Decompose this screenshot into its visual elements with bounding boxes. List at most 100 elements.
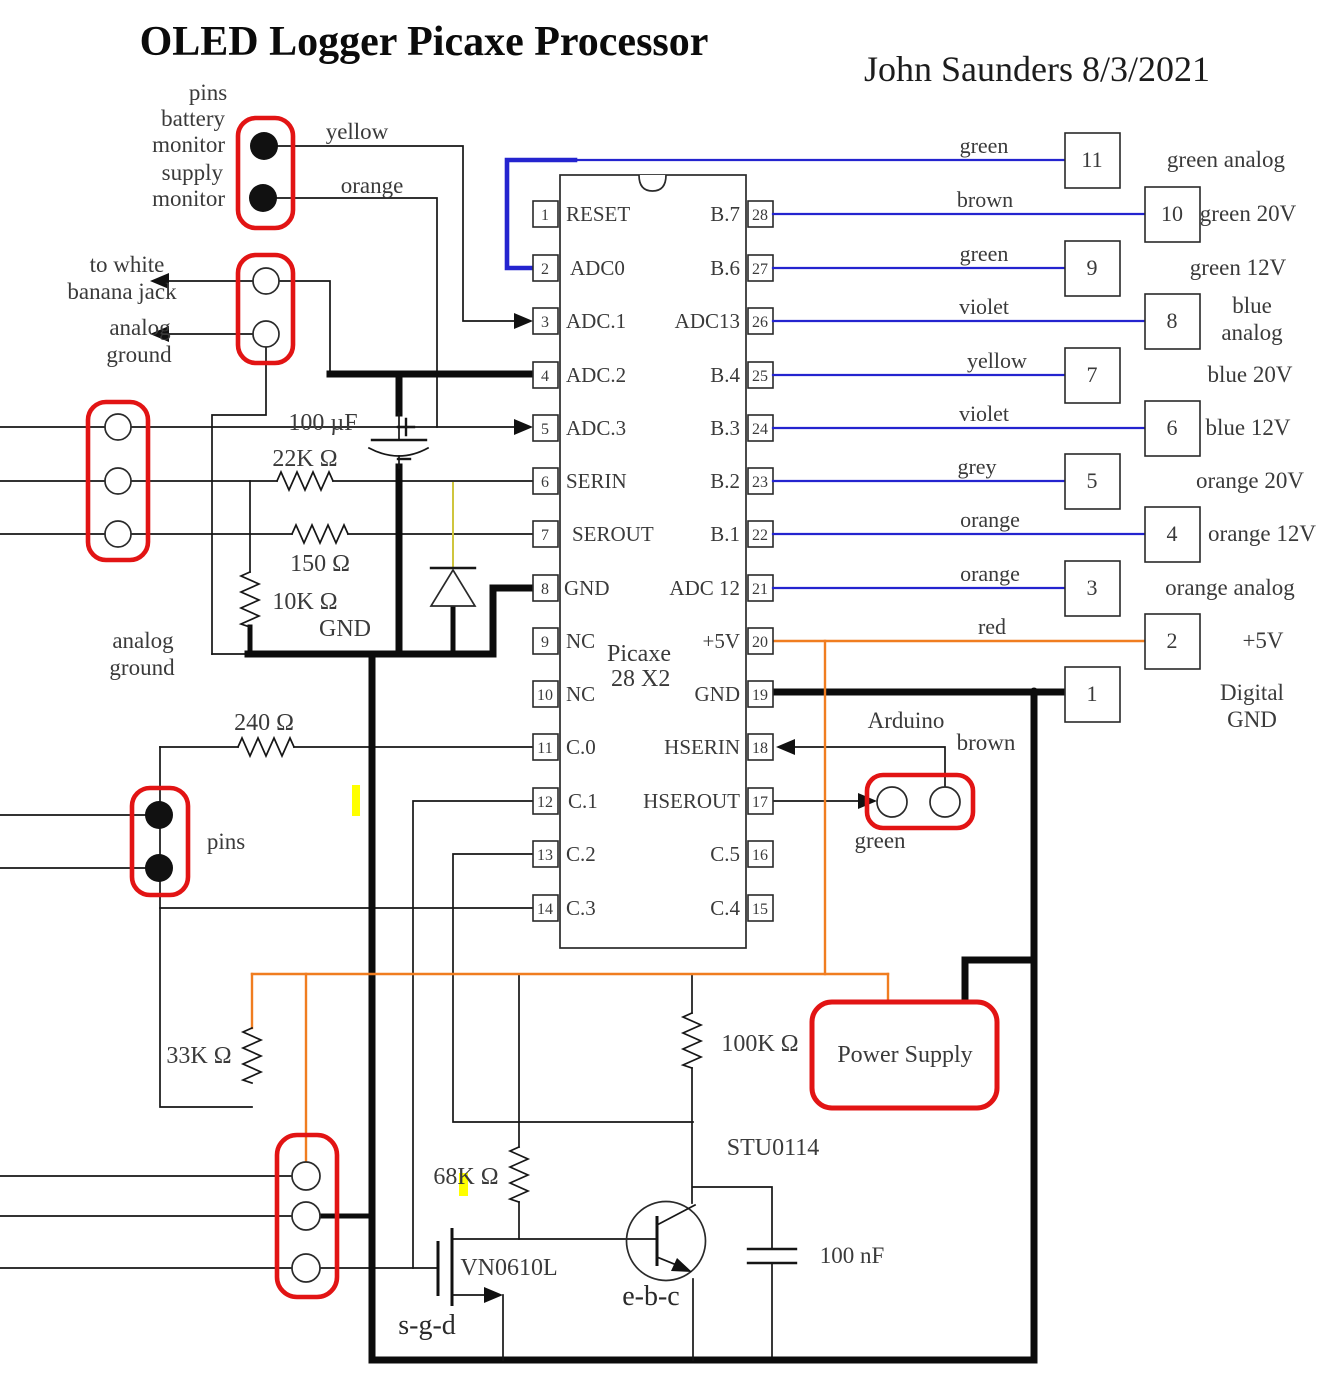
io-row-8: 8 violet blue analog: [771, 293, 1283, 350]
wire-label-orange: orange: [341, 173, 404, 198]
io-row-1: 1 Digital GND: [1064, 666, 1284, 732]
pin-label: ADC13: [675, 309, 740, 333]
resistor-100k: [680, 1011, 704, 1070]
io-label-line2: analog: [1221, 320, 1283, 345]
pin-num: 7: [541, 527, 549, 544]
pin-num: 28: [752, 207, 768, 224]
pin-num: 27: [752, 261, 768, 278]
pin-num: 11: [537, 740, 552, 757]
io-row-6: 6 violet blue 12V: [771, 400, 1291, 457]
arduino-label: Arduino: [868, 708, 945, 733]
orange-5v-wiring: [250, 639, 1147, 1164]
io-box-number: 6: [1167, 415, 1178, 440]
io-wire-label: orange: [960, 507, 1020, 532]
mosfet-vn0610l: [436, 1228, 504, 1361]
io-wire-label: red: [978, 614, 1006, 639]
io-box-number: 2: [1167, 628, 1178, 653]
cap-100uf-label: 100 µF: [288, 410, 357, 436]
pin-label: SEROUT: [572, 522, 654, 546]
io-label: blue: [1232, 293, 1272, 318]
supply-monitor-pin: [249, 184, 277, 212]
io-box-number: 5: [1087, 468, 1098, 493]
mosfet-pins-label: s-g-d: [398, 1310, 456, 1341]
cap-100nf-label: 100 nF: [820, 1243, 885, 1268]
io-box-number: 10: [1161, 201, 1183, 226]
io-label: green 12V: [1190, 255, 1287, 280]
pin-label: C.5: [710, 842, 740, 866]
io-label: orange 12V: [1208, 521, 1316, 546]
pin-label: ADC 12: [669, 576, 740, 600]
io-label-line2: GND: [1227, 707, 1277, 732]
io-row-4: 4 orange orange 12V: [771, 506, 1316, 563]
io-wire-label: violet: [959, 294, 1009, 319]
pin-label: ADC.2: [566, 363, 626, 387]
pin-num: 10: [537, 687, 553, 704]
supply-monitor-label2: monitor: [152, 186, 225, 211]
banana-label1b: banana jack: [67, 279, 177, 304]
arduino-brown-label: brown: [957, 730, 1016, 755]
resistor-22k: [275, 469, 335, 493]
io-wire-label: yellow: [967, 348, 1027, 373]
pins-bottom-label: pins: [207, 829, 245, 854]
pin-num: 17: [752, 794, 768, 811]
io-label: blue 12V: [1206, 415, 1291, 440]
pin-label: HSEROUT: [643, 789, 740, 813]
pin-label: ADC0: [570, 256, 625, 280]
io-box-number: 9: [1087, 255, 1098, 280]
pin-num: 19: [752, 687, 768, 704]
pin-num: 13: [537, 847, 553, 864]
author-date: John Saunders 8/3/2021: [864, 49, 1210, 89]
pin-label: RESET: [566, 202, 630, 226]
pin-label: B.4: [710, 363, 740, 387]
ic-name-line2: 28 X2: [611, 666, 670, 692]
io-label: orange analog: [1165, 575, 1295, 600]
pin-label: B.2: [710, 469, 740, 493]
io-wire-label: green: [960, 241, 1009, 266]
pin-label: NC: [566, 629, 595, 653]
io-row-3: 3 orange orange analog: [771, 560, 1295, 617]
battery-monitor-pin: [250, 132, 278, 160]
resistors: [236, 469, 704, 1204]
io-box-number: 3: [1087, 575, 1098, 600]
io-label: green 20V: [1200, 201, 1297, 226]
pin-label: B.7: [710, 202, 740, 226]
pin-num: 25: [752, 368, 768, 385]
pin-num: 4: [541, 368, 549, 385]
pin-label: C.1: [568, 789, 598, 813]
junction-dot: [1029, 687, 1039, 697]
pin-num: 23: [752, 474, 768, 491]
pin-num: 1: [541, 207, 549, 224]
io-label: orange 20V: [1196, 468, 1304, 493]
io-rows: 11 green green analog 10 brown green 20V…: [573, 132, 1316, 732]
pin-label: B.1: [710, 522, 740, 546]
io-wire-label: orange: [960, 561, 1020, 586]
pin-num: 24: [752, 421, 768, 438]
analog-ground-label2: ground: [109, 655, 175, 680]
bjt-part-label: STU0114: [727, 1135, 819, 1161]
io-row-5: 5 grey orange 20V: [771, 453, 1304, 510]
banana-label2a: analog: [109, 315, 171, 340]
pin-num: 9: [541, 634, 549, 651]
resistor-10k: [238, 570, 262, 629]
pin-label: SERIN: [566, 469, 627, 493]
battery-monitor-label2: monitor: [152, 132, 225, 157]
pin-num: 6: [541, 474, 549, 491]
io-wire-label: violet: [959, 401, 1009, 426]
io-label: blue 20V: [1208, 362, 1293, 387]
pins-top-label: pins: [189, 80, 227, 105]
pin-num: 15: [752, 901, 768, 918]
page-title: OLED Logger Picaxe Processor: [140, 19, 709, 65]
io-label: green analog: [1167, 147, 1286, 172]
pin-num: 18: [752, 740, 768, 757]
resistor-68k-label: 68K Ω: [433, 1164, 498, 1190]
io-label: +5V: [1242, 628, 1283, 653]
io-box-number: 7: [1087, 362, 1098, 387]
banana-label1a: to white: [90, 252, 165, 277]
pin-label: GND: [564, 576, 610, 600]
resistor-10k-label: 10K Ω: [272, 589, 337, 615]
pin-num: 16: [752, 847, 768, 864]
resistor-240-label: 240 Ω: [234, 710, 294, 736]
